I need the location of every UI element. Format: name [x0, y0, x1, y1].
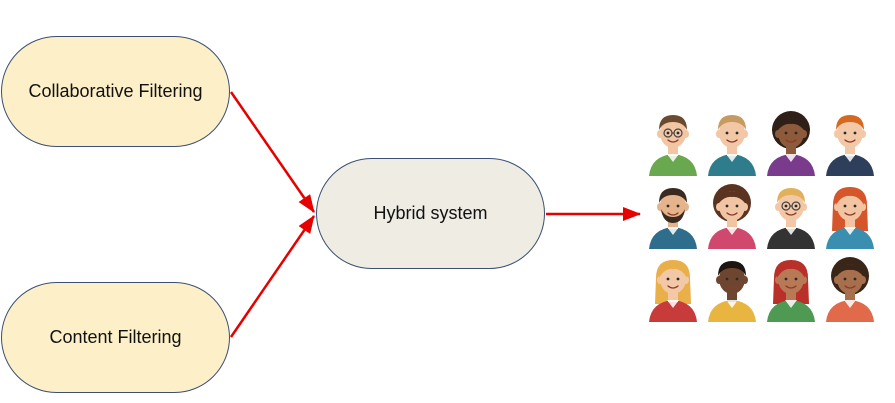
arrow-content-to-hybrid — [229, 215, 316, 338]
content-filtering-label: Content Filtering — [49, 327, 182, 347]
user-avatar-icon — [649, 188, 697, 249]
hybrid-system-node: Hybrid system — [316, 158, 545, 269]
user-avatar-icon — [708, 184, 756, 249]
collaborative-filtering-node: Collaborative Filtering — [1, 36, 230, 147]
user-avatar-icon — [708, 115, 756, 176]
user-avatar-icon — [649, 260, 697, 322]
user-avatar-icon — [767, 260, 815, 322]
hybrid-system-label: Hybrid system — [373, 203, 488, 223]
user-avatar-icon — [826, 187, 874, 249]
arrow-collab-to-hybrid — [229, 91, 316, 213]
user-avatar-icon — [767, 111, 815, 176]
content-filtering-node: Content Filtering — [1, 282, 230, 393]
collaborative-filtering-label: Collaborative Filtering — [28, 81, 203, 101]
user-avatar-icon — [826, 257, 874, 322]
user-avatar-icon — [649, 115, 697, 176]
users-avatar-grid — [643, 108, 883, 326]
user-avatar-icon — [708, 261, 756, 322]
user-avatar-icon — [767, 188, 815, 249]
user-avatar-icon — [826, 115, 874, 176]
